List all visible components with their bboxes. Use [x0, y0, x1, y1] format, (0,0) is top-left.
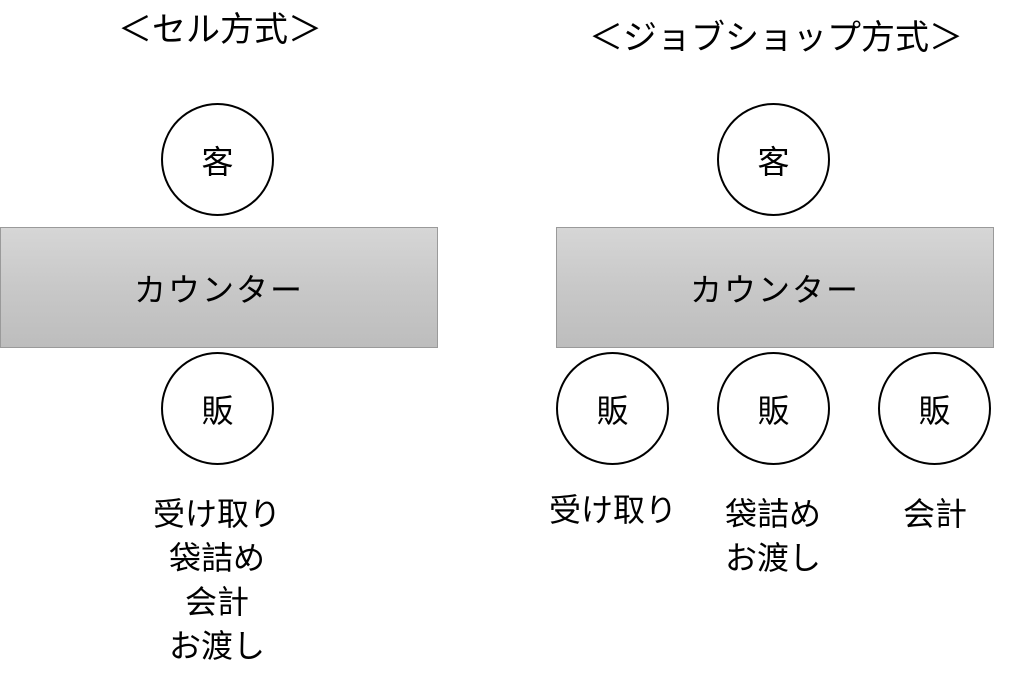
jobshop-seller-node-pack: 販 — [717, 352, 830, 465]
jobshop-seller-node-pay: 販 — [878, 352, 991, 465]
cell-seller-node: 販 — [161, 352, 274, 465]
jobshop-task-item: 袋詰め — [724, 495, 821, 533]
jobshop-method-title: ＜ジョブショップ方式＞ — [589, 18, 963, 58]
jobshop-counter-box: カウンター — [556, 227, 994, 348]
jobshop-task-list-pack: 袋詰め お渡し — [673, 492, 873, 580]
jobshop-customer-node: 客 — [717, 103, 830, 216]
jobshop-task-item: 受け取り — [548, 491, 677, 529]
jobshop-method-panel: ＜ジョブショップ方式＞ 客 カウンター 販 販 販 受け取り 袋詰め お渡し 会… — [549, 0, 996, 689]
jobshop-task-item: お渡し — [724, 539, 821, 577]
cell-task-list: 受け取り 袋詰め 会計 お渡し — [117, 492, 317, 668]
cell-task-item: 袋詰め — [168, 539, 265, 577]
jobshop-task-item: 会計 — [902, 495, 967, 533]
cell-customer-node: 客 — [161, 103, 274, 216]
cell-task-item: 受け取り — [152, 495, 281, 533]
cell-task-item: 会計 — [184, 583, 249, 621]
jobshop-seller-node-receive: 販 — [556, 352, 669, 465]
cell-counter-box: カウンター — [0, 227, 438, 348]
cell-task-item: お渡し — [168, 627, 265, 665]
cell-method-title: ＜セル方式＞ — [118, 10, 322, 50]
jobshop-task-list-receive: 受け取り — [513, 488, 713, 532]
cell-method-panel: ＜セル方式＞ 客 カウンター 販 受け取り 袋詰め 会計 お渡し — [0, 0, 440, 689]
jobshop-task-list-pay: 会計 — [835, 492, 1030, 536]
